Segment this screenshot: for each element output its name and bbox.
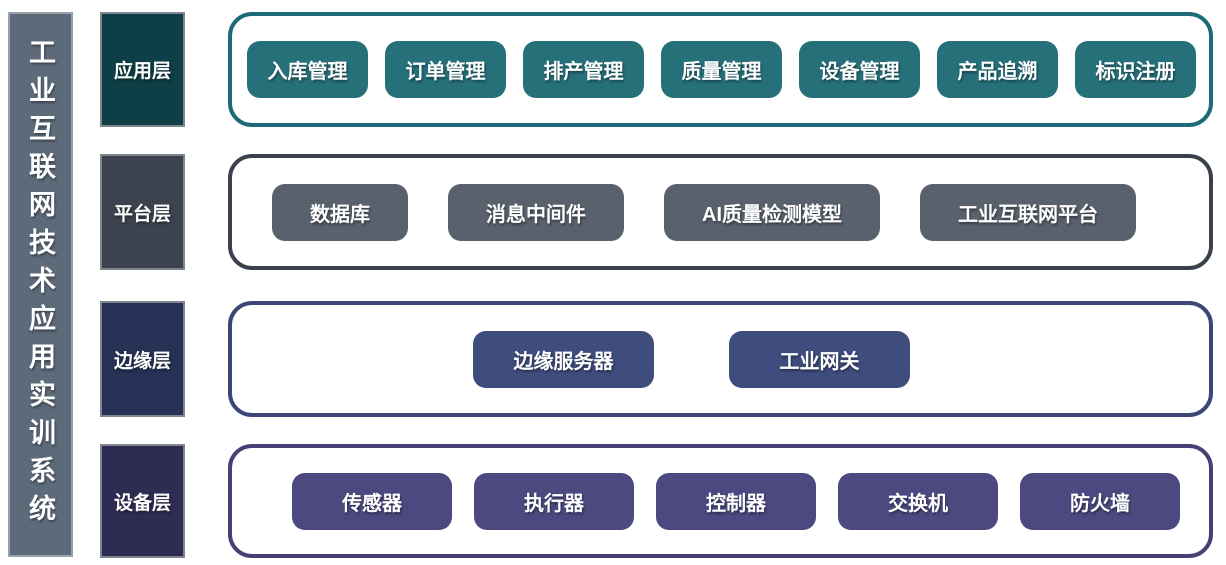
layer-container-edge: 边缘服务器 工业网关 — [228, 301, 1213, 417]
layer-label-application: 应用层 — [100, 12, 185, 127]
module-box-application: 设备管理 — [799, 41, 920, 98]
module-box-device: 传感器 — [292, 472, 452, 530]
layer-label-edge: 边缘层 — [100, 301, 185, 417]
layer-row-device: 设备层 传感器执行器控制器交换机防火墙 — [0, 444, 1226, 558]
layer-container-application: 入库管理订单管理排产管理质量管理设备管理产品追溯标识注册 — [228, 12, 1213, 127]
module-box-application: 排产管理 — [523, 41, 644, 98]
module-box-application: 产品追溯 — [937, 41, 1058, 98]
module-list-device: 传感器执行器控制器交换机防火墙 — [232, 448, 1209, 554]
system-title: 工业互联网技术应用实训系统 — [8, 12, 73, 557]
module-box-application: 质量管理 — [661, 41, 782, 98]
module-box-edge: 工业网关 — [729, 330, 910, 388]
module-list-edge: 边缘服务器 工业网关 — [232, 305, 1209, 413]
layer-label-device: 设备层 — [100, 444, 185, 558]
module-box-platform: 数据库 — [272, 183, 408, 241]
module-list-application: 入库管理订单管理排产管理质量管理设备管理产品追溯标识注册 — [232, 16, 1209, 123]
layer-label-platform: 平台层 — [100, 154, 185, 270]
module-box-device: 控制器 — [656, 472, 816, 530]
module-box-device: 防火墙 — [1020, 472, 1180, 530]
layer-container-platform: 数据库消息中间件 AI质量检测模型工业互联网平台 — [228, 154, 1213, 270]
module-box-platform: AI质量检测模型 — [664, 183, 880, 241]
layer-row-application: 应用层 入库管理订单管理排产管理质量管理设备管理产品追溯标识注册 — [0, 12, 1226, 127]
module-box-application: 订单管理 — [385, 41, 506, 98]
module-box-application: 标识注册 — [1075, 41, 1196, 98]
module-box-application: 入库管理 — [247, 41, 368, 98]
layer-container-device: 传感器执行器控制器交换机防火墙 — [228, 444, 1213, 558]
module-box-platform: 工业互联网平台 — [920, 183, 1136, 241]
module-list-platform: 数据库消息中间件 AI质量检测模型工业互联网平台 — [232, 158, 1209, 266]
module-box-platform: 消息中间件 — [448, 183, 624, 241]
module-box-device: 执行器 — [474, 472, 634, 530]
layer-row-platform: 平台层 数据库消息中间件 AI质量检测模型工业互联网平台 — [0, 154, 1226, 270]
layer-row-edge: 边缘层 边缘服务器 工业网关 — [0, 301, 1226, 417]
module-box-edge: 边缘服务器 — [473, 330, 654, 388]
module-box-device: 交换机 — [838, 472, 998, 530]
